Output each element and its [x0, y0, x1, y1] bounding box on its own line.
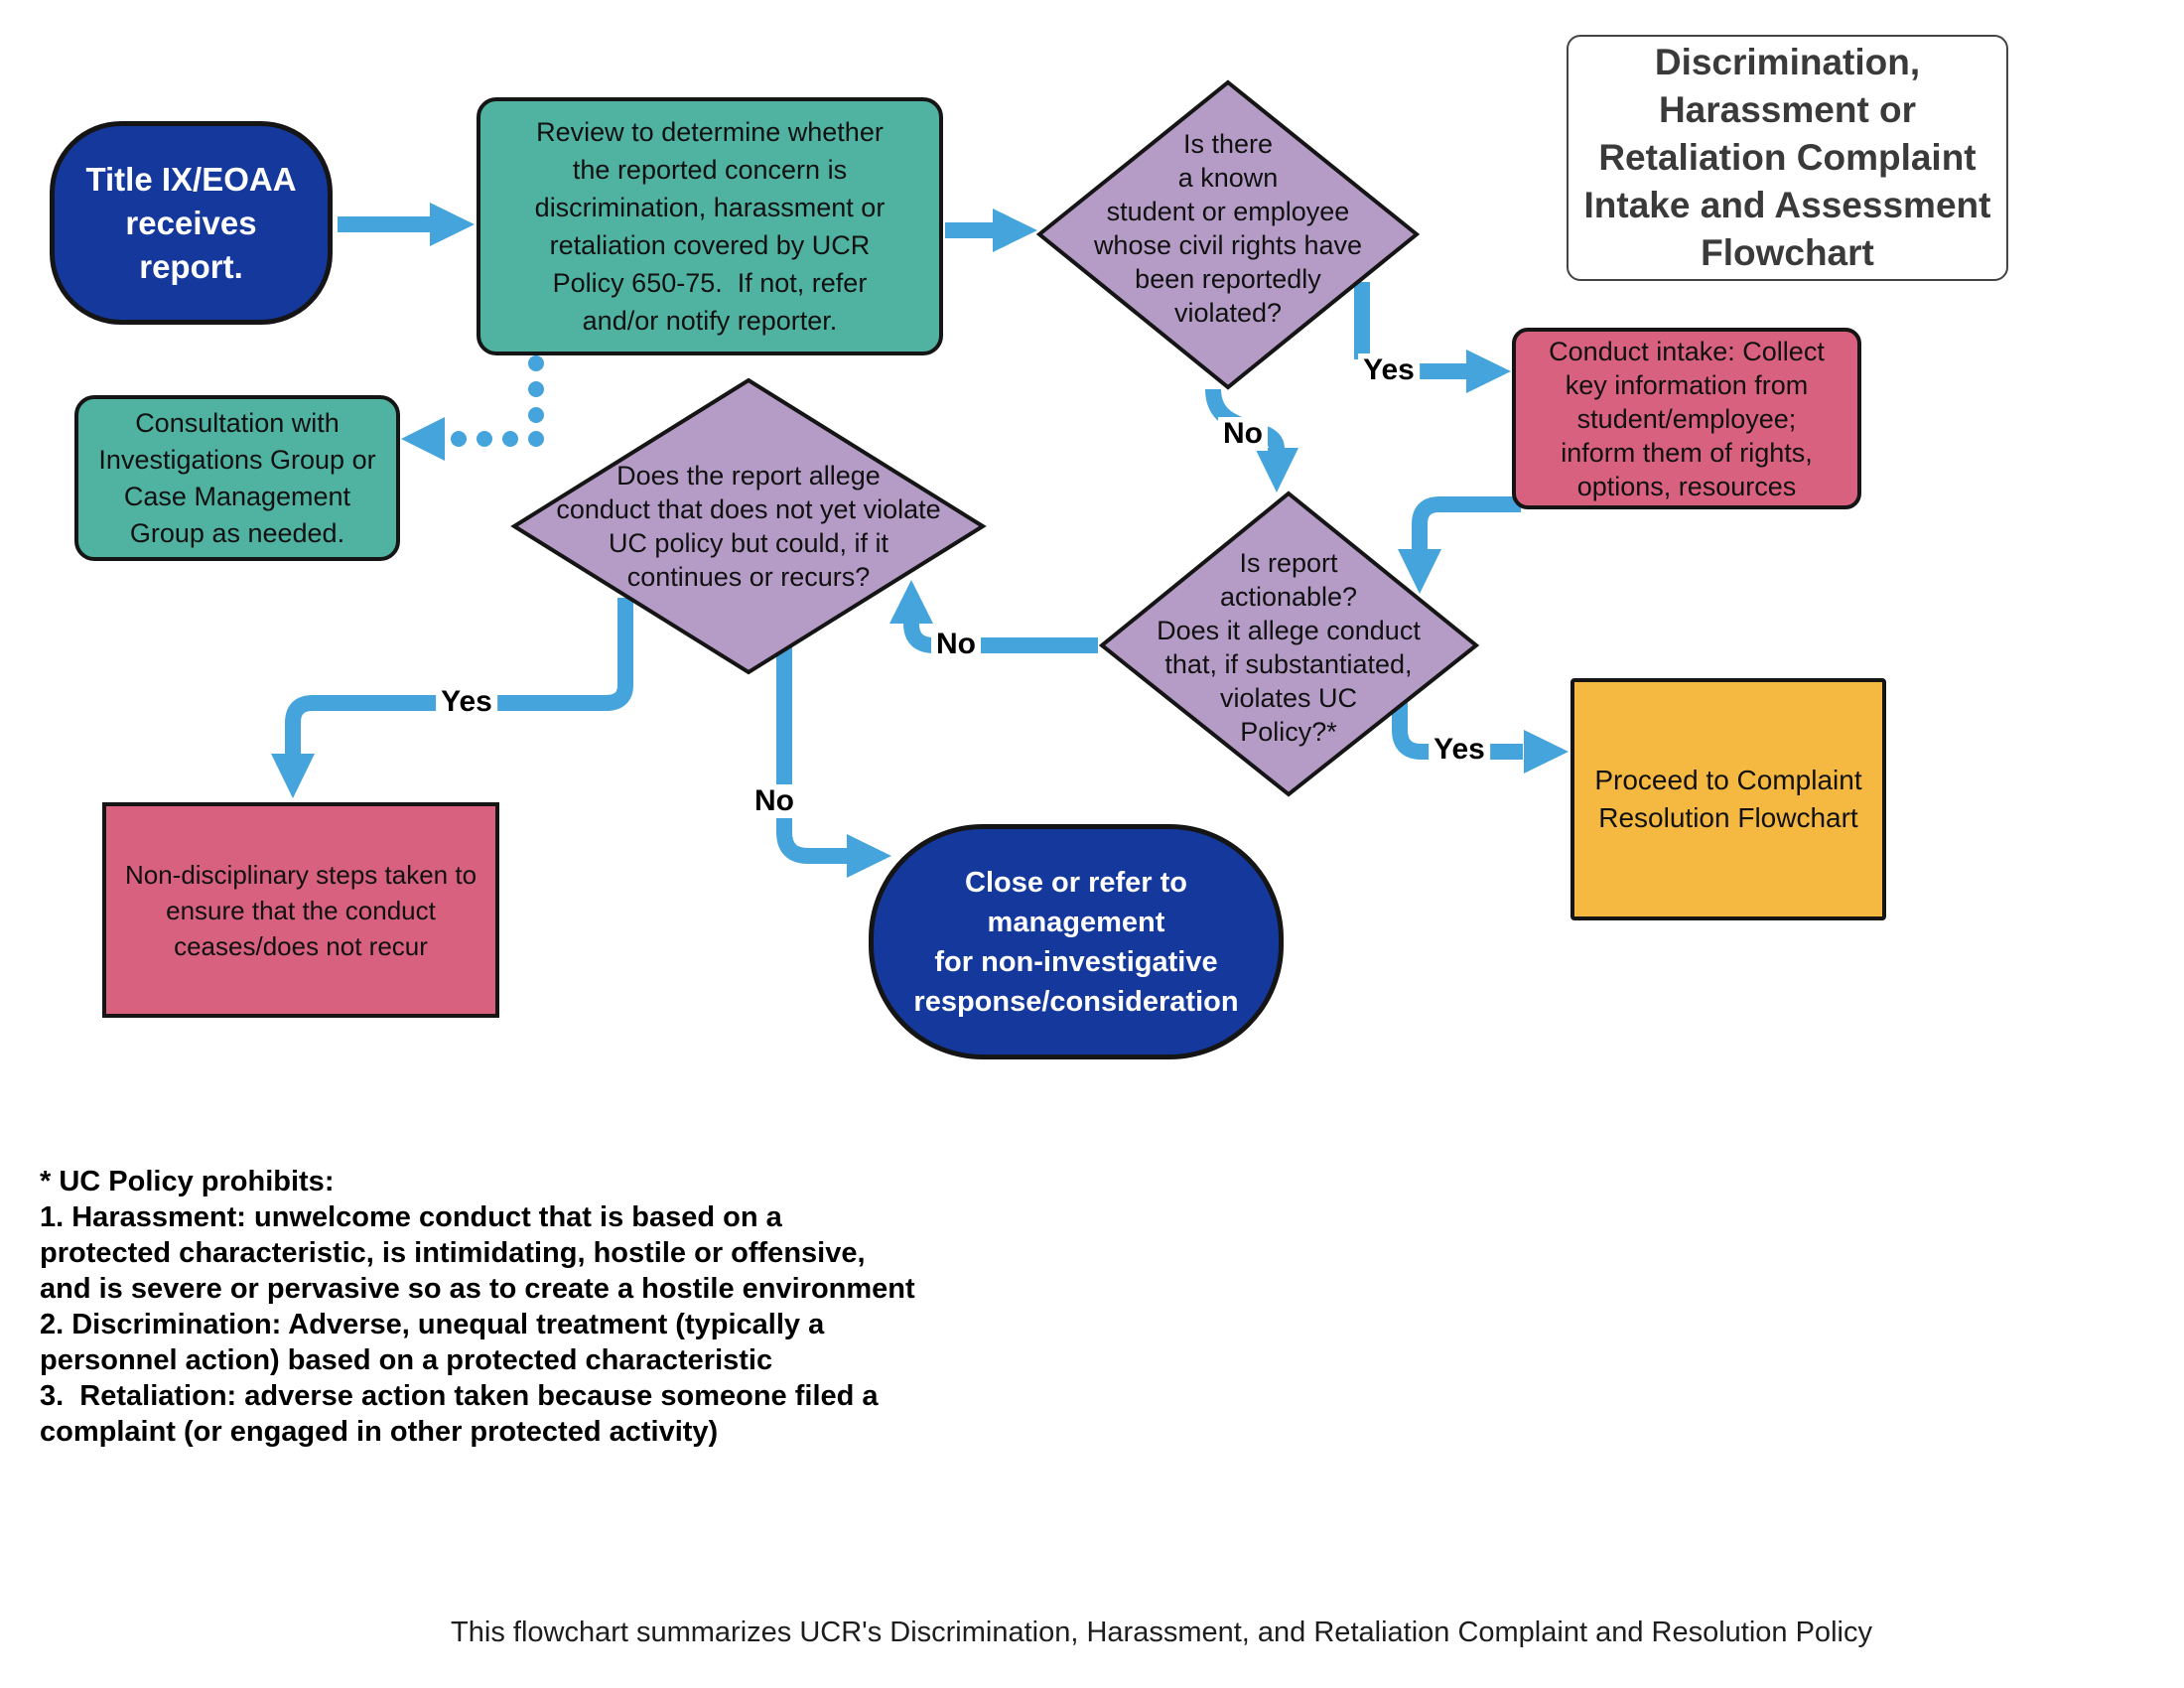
- decision-could-violate-label: Does the report allege conduct that does…: [556, 461, 941, 592]
- node-non-disciplinary-label: Non-disciplinary steps taken to ensure t…: [124, 859, 478, 961]
- arrowhead-actionable-yes: [1524, 730, 1569, 774]
- edge-label-known-person-no: No: [1218, 417, 1268, 451]
- edge-label-could-violate-no: No: [750, 784, 799, 818]
- decision-actionable-label: Is report actionable? Does it allege con…: [1157, 548, 1421, 747]
- policy-footnote: * UC Policy prohibits: 1. Harassment: un…: [40, 1166, 915, 1448]
- edge-label-actionable-no: No: [931, 628, 981, 661]
- arrowhead-known-person-no: [1255, 448, 1298, 492]
- arrowhead-could-violate-yes: [271, 754, 315, 798]
- node-review-label: Review to determine whether the reported…: [534, 117, 886, 336]
- node-non-disciplinary: Non-disciplinary steps taken to ensure t…: [102, 802, 499, 1018]
- node-review-process: Review to determine whether the reported…: [477, 97, 943, 355]
- node-proceed-label: Proceed to Complaint Resolution Flowchar…: [1594, 765, 1862, 833]
- bottom-caption: This flowchart summarizes UCR's Discrimi…: [451, 1617, 1872, 1648]
- node-conduct-intake: Conduct intake: Collect key information …: [1512, 328, 1861, 509]
- arrowhead-review-to-known-person: [993, 209, 1037, 252]
- dotted-consultation-connector: [401, 355, 544, 461]
- node-consultation-label: Consultation with Investigations Group o…: [98, 407, 376, 548]
- node-start-label: Title IX/EOAA receives report.: [85, 160, 297, 285]
- arrow-intake-to-actionable: [1412, 496, 1521, 549]
- node-proceed-resolution: Proceed to Complaint Resolution Flowchar…: [1570, 678, 1886, 920]
- arrow-could-violate-no: [776, 646, 848, 864]
- arrowhead-known-person-yes: [1466, 350, 1511, 393]
- node-consultation: Consultation with Investigations Group o…: [74, 395, 400, 561]
- arrow-could-violate-yes: [285, 598, 633, 755]
- arrowhead-consultation: [401, 417, 445, 461]
- edge-label-could-violate-yes: Yes: [436, 685, 497, 719]
- node-close-refer-label: Close or refer to management for non-inv…: [913, 866, 1239, 1018]
- edge-label-actionable-yes: Yes: [1429, 733, 1490, 767]
- node-conduct-intake-label: Conduct intake: Collect key information …: [1549, 336, 1825, 501]
- node-start-terminator: Title IX/EOAA receives report.: [50, 121, 333, 325]
- arrowhead-start-to-review: [430, 203, 475, 246]
- flowchart-title: Discrimination, Harassment or Retaliatio…: [1567, 35, 2008, 281]
- node-close-refer-terminator: Close or refer to management for non-inv…: [869, 824, 1284, 1059]
- edge-label-known-person-yes: Yes: [1358, 353, 1420, 387]
- decision-known-person-label: Is there a known student or employee who…: [1093, 129, 1363, 328]
